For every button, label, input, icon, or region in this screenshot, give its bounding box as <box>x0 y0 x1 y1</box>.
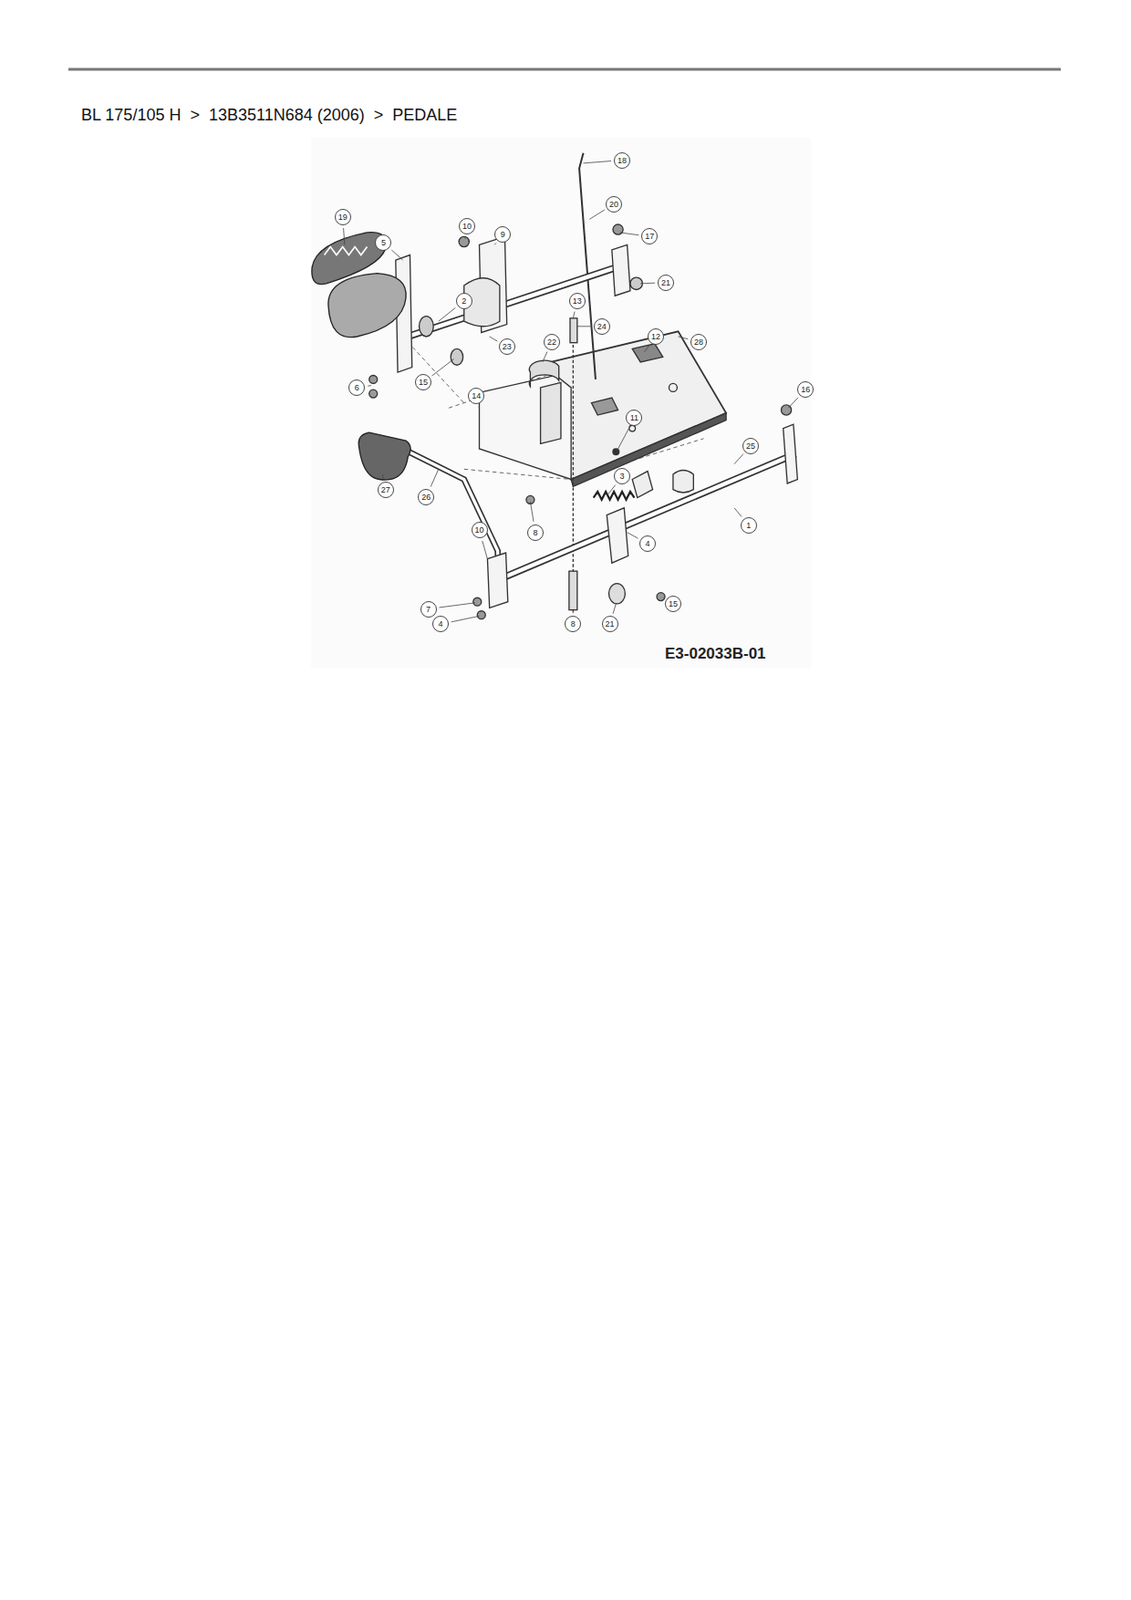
leader-line <box>583 160 613 163</box>
callout-number: 27 <box>377 481 395 499</box>
callout-number: 17 <box>641 228 658 245</box>
leader-line <box>788 397 799 408</box>
callout-number: 26 <box>417 488 435 506</box>
callout-number: 5 <box>374 234 392 251</box>
callout-number: 10 <box>471 521 488 539</box>
leader-line <box>627 532 639 540</box>
callout-number: 14 <box>467 387 485 405</box>
callout-number: 11 <box>625 409 643 426</box>
callout-number: 25 <box>742 437 759 455</box>
callout-number: 15 <box>415 373 432 391</box>
callout-number: 8 <box>564 615 582 633</box>
leader-line <box>542 352 548 363</box>
leader-line <box>734 454 744 465</box>
callout-number: 24 <box>593 318 611 335</box>
callout-number: 3 <box>613 467 631 485</box>
leader-line <box>439 602 477 608</box>
leader-line <box>529 501 534 522</box>
leader-line <box>640 282 655 285</box>
callout-number: 23 <box>498 338 516 355</box>
callout-number: 15 <box>664 595 682 613</box>
leader-line <box>478 405 480 408</box>
callout-number: 21 <box>657 274 675 291</box>
callout-number: 10 <box>458 217 476 235</box>
leader-line <box>662 597 665 600</box>
header-rule <box>68 68 1061 72</box>
callout-number: 21 <box>601 615 619 633</box>
leader-line <box>612 603 616 614</box>
callout-number: 18 <box>613 152 631 169</box>
leader-line <box>494 243 496 246</box>
callout-number: 4 <box>432 615 449 633</box>
leader-line <box>451 615 480 622</box>
leader-line <box>382 474 384 479</box>
callout-number: 4 <box>639 535 656 552</box>
callout-number: 28 <box>690 333 707 351</box>
pedal-assembly <box>311 137 811 668</box>
callout-number: 20 <box>605 196 623 213</box>
callout-number: 6 <box>348 379 365 396</box>
callout-number: 8 <box>527 524 544 541</box>
leader-line <box>572 610 574 614</box>
leader-line <box>589 209 605 219</box>
callout-number: 16 <box>797 381 814 398</box>
leader-line <box>464 237 466 239</box>
leader-line <box>343 228 345 245</box>
leader-line <box>432 359 455 376</box>
leader-line <box>430 468 439 487</box>
leader-line <box>620 232 640 236</box>
callout-number: 22 <box>543 333 561 351</box>
leader-line <box>577 325 592 327</box>
leader-line <box>367 384 372 387</box>
callout-number: 9 <box>494 226 511 243</box>
drawing-number: E3-02033B-01 <box>664 644 767 664</box>
leader-line <box>616 427 629 451</box>
callout-number: 7 <box>420 601 437 618</box>
page-title: BL 175/105 H > 13B3511N684 (2006) > PEDA… <box>81 105 457 125</box>
callout-number: 13 <box>569 292 586 310</box>
leader-line <box>678 336 689 340</box>
callout-number: 1 <box>740 517 758 534</box>
callout-number: 19 <box>334 208 352 226</box>
leader-line <box>607 485 615 496</box>
callout-number: 12 <box>647 328 665 345</box>
callout-number: 2 <box>456 292 473 310</box>
leader-line <box>572 311 575 319</box>
leader-line <box>734 508 742 518</box>
leader-line <box>644 345 650 353</box>
leader-line <box>482 540 488 560</box>
leader-line <box>489 336 499 342</box>
leader-line <box>438 307 457 322</box>
leader-line <box>391 249 403 260</box>
